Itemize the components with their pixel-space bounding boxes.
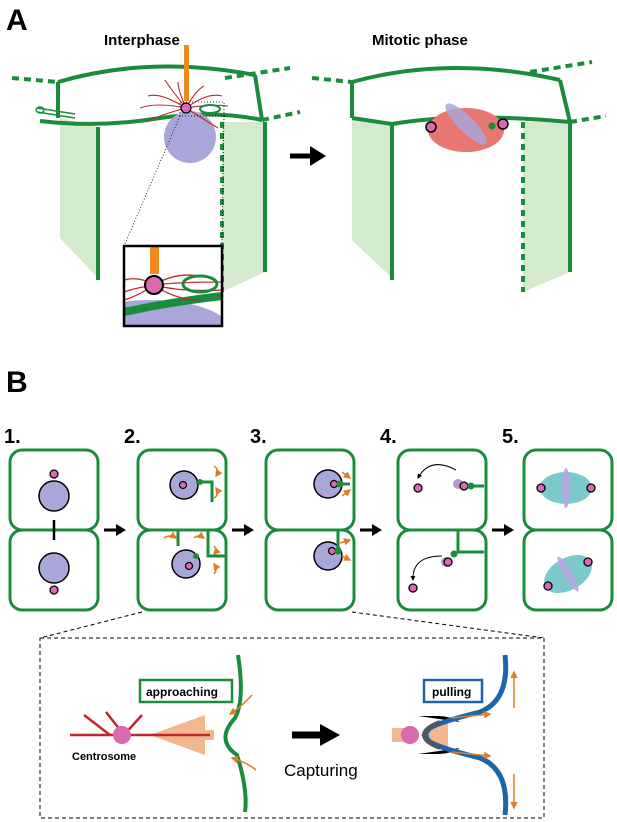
panel-a-label: A: [6, 4, 28, 37]
mitotic-phase-title: Mitotic phase: [372, 32, 468, 49]
step-2-label: 2.: [124, 426, 141, 448]
interphase-epithelium: [11, 45, 301, 292]
nucleus: [164, 111, 216, 163]
capturing-label: Capturing: [284, 761, 358, 780]
panel-b-label: B: [6, 366, 28, 399]
interphase-title: Interphase: [104, 32, 180, 49]
step-2-cells: [136, 448, 228, 612]
approaching-label: approaching: [146, 685, 218, 699]
step-3-cells: [264, 448, 356, 612]
step-5-label: 5.: [502, 426, 519, 448]
step-5-cells: [522, 448, 614, 612]
pulling-label: pulling: [432, 685, 471, 699]
step-1-cells: [8, 448, 100, 612]
centrosome: [180, 102, 192, 114]
centrosome-label: Centrosome: [72, 751, 136, 763]
zoom-inset: [122, 244, 224, 328]
step-3-label: 3.: [250, 426, 267, 448]
mitotic-epithelium: [311, 60, 607, 292]
step-1-label: 1.: [4, 426, 21, 448]
cilium: [184, 45, 189, 101]
capture-inset: Centrosome approaching Capturing pulling: [39, 637, 545, 819]
step-4-label: 4.: [380, 426, 397, 448]
step-4-cells: [396, 448, 488, 612]
